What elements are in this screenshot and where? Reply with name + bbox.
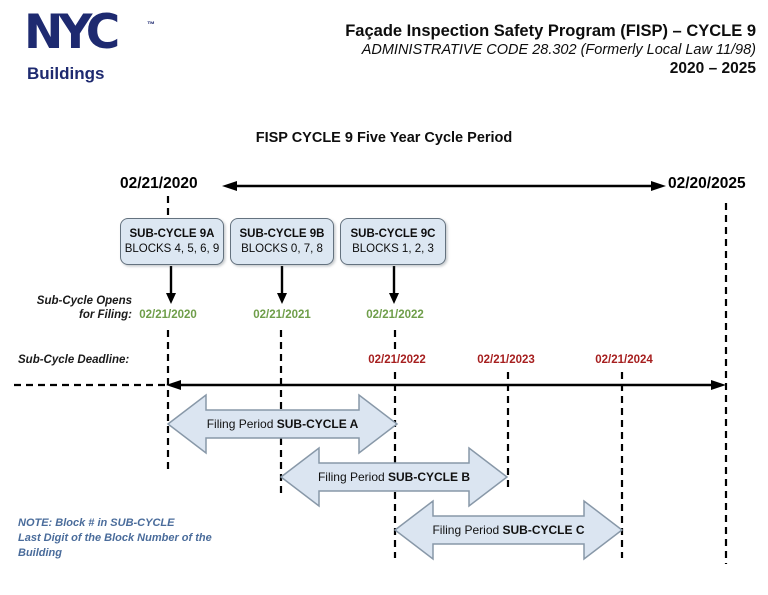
deadline-date-c: 02/21/2024 <box>595 354 653 366</box>
subcycle-9a-name: SUB-CYCLE 9A <box>129 227 215 240</box>
subcycle-9a-blocks: BLOCKS 4, 5, 6, 9 <box>124 242 220 255</box>
filing-period-c-name: SUB-CYCLE C <box>502 523 585 537</box>
filing-period-arrows <box>166 393 624 561</box>
filing-arrow-a <box>166 393 399 455</box>
subcycle-9b-box: SUB-CYCLE 9B BLOCKS 0, 7, 8 <box>230 218 334 265</box>
block-number-note: NOTE: Block # in SUB-CYCLE Last Digit of… <box>18 516 212 561</box>
buildings-wordmark: Buildings <box>27 64 105 83</box>
nyc-logo: NYC <box>24 5 120 60</box>
deadline-date-b: 02/21/2023 <box>477 354 535 366</box>
filing-period-a-name: SUB-CYCLE A <box>276 417 359 431</box>
five-year-span-arrow <box>222 181 666 191</box>
subcycle-9a-box: SUB-CYCLE 9A BLOCKS 4, 5, 6, 9 <box>120 218 224 265</box>
filing-period-a-prefix: Filing Period <box>206 417 277 431</box>
dashed-guide-lines <box>166 196 728 564</box>
header-subtitle: ADMINISTRATIVE CODE 28.302 (Formerly Loc… <box>361 42 756 58</box>
opens-for-filing-label: Sub-Cycle Opens for Filing: <box>28 294 132 322</box>
filing-arrow-c <box>393 499 624 561</box>
subcycle-9b-name: SUB-CYCLE 9B <box>239 227 325 240</box>
filing-period-c-prefix: Filing Period <box>432 523 503 537</box>
cycle-end-date: 02/20/2025 <box>668 175 746 192</box>
opens-date-9c: 02/21/2022 <box>366 309 424 321</box>
subcycle-9c-name: SUB-CYCLE 9C <box>350 227 436 240</box>
note-line3: Building <box>18 547 62 559</box>
header-title: Façade Inspection Safety Program (FISP) … <box>345 22 756 40</box>
opens-date-9a: 02/21/2020 <box>139 309 197 321</box>
opens-date-9b: 02/21/2021 <box>253 309 311 321</box>
filing-period-b-label: Filing Period SUB-CYCLE B <box>281 470 507 484</box>
diagram-title: FISP CYCLE 9 Five Year Cycle Period <box>255 130 513 146</box>
subcycle-9c-box: SUB-CYCLE 9C BLOCKS 1, 2, 3 <box>340 218 446 265</box>
deadline-label: Sub-Cycle Deadline: <box>18 354 130 366</box>
opens-label-line1: Sub-Cycle Opens <box>36 295 132 307</box>
opens-label-line2: for Filing: <box>78 309 132 321</box>
trademark-symbol: ™ <box>147 20 155 29</box>
filing-period-c-label: Filing Period SUB-CYCLE C <box>395 523 622 537</box>
document-header: Façade Inspection Safety Program (FISP) … <box>345 21 756 78</box>
filing-period-a-label: Filing Period SUB-CYCLE A <box>168 417 397 431</box>
deadline-date-a: 02/21/2022 <box>368 354 426 366</box>
filing-period-b-prefix: Filing Period <box>317 470 388 484</box>
box-down-arrows <box>166 266 399 304</box>
cycle-start-date: 02/21/2020 <box>120 175 198 192</box>
subcycle-9b-blocks: BLOCKS 0, 7, 8 <box>241 242 323 255</box>
filing-period-b-name: SUB-CYCLE B <box>388 470 471 484</box>
subcycle-9c-blocks: BLOCKS 1, 2, 3 <box>352 242 434 255</box>
header-years: 2020 – 2025 <box>669 60 756 77</box>
filing-arrow-b <box>279 446 509 508</box>
note-line1: NOTE: Block # in SUB-CYCLE <box>18 517 175 529</box>
deadline-axis <box>14 380 726 390</box>
note-line2: Last Digit of the Block Number of the <box>18 532 212 544</box>
